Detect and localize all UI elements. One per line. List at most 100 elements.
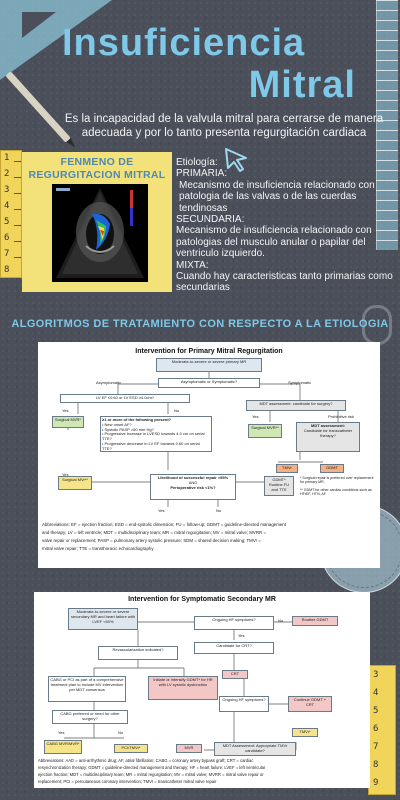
echo-title-line1: FENMENO DE <box>60 156 134 168</box>
flow-box: Candidate for CRT? <box>194 642 274 654</box>
flow-label: Yes <box>238 633 245 638</box>
ruler-mark: 4 <box>373 688 379 698</box>
flowchart-title: Intervention for Symptomatic Secondary M… <box>128 596 276 603</box>
ruler-tick <box>14 177 21 178</box>
ruler-mark: 3 <box>373 670 379 680</box>
flow-note: ** GDMT for other cardiac conditions suc… <box>300 488 372 497</box>
etiology-mixed-label: MIXTA: <box>176 259 209 271</box>
ruler-tick <box>14 257 21 258</box>
flow-box-gdmt: Initiate or intensify GDMT* for HR with … <box>148 676 218 700</box>
flow-label: Symptomatic <box>288 380 312 385</box>
page-title-line2: Mitral <box>248 64 356 106</box>
algorithms-heading: ALGORITMOS DE TRATAMIENTO CON RESPECTO A… <box>11 318 389 330</box>
abbreviations-line: Abbreviations: AAD = anti-arrhythmic dru… <box>38 758 254 763</box>
criteria-title: ≥1 or more of the following present? <box>102 417 172 422</box>
flow-label: No <box>174 408 180 413</box>
etiology-secondary-text: Mecanismo de insuficiencia relacionado c… <box>176 225 372 260</box>
flow-box-crt: CRT <box>222 670 248 679</box>
ruler-mark: 2 <box>4 169 10 179</box>
criteria-item: • New onset AF? <box>102 421 132 427</box>
etiology-text: Etiología: PRIMARIA: Mecanismo de insufi… <box>176 157 394 294</box>
flow-label: No <box>278 618 284 623</box>
flow-box: Ongoing HF symptoms? <box>219 696 269 712</box>
flow-box-continue: Continue GDMT + CRT <box>288 696 332 712</box>
page-title-line1: Insuficiencia <box>62 22 306 64</box>
echocardiogram-image <box>52 184 148 282</box>
flow-box: CABG or PCI as part of a comprehensive t… <box>48 676 126 702</box>
etiology-heading: Etiología: <box>176 157 218 168</box>
mdt-candidate: Candidate for transcatheter therapy? <box>303 427 353 438</box>
ruler-mark: 3 <box>4 185 10 195</box>
echocardiogram-illustration <box>56 188 144 278</box>
flow-box-routine: Routine GDMT <box>292 616 338 626</box>
flow-box-pci: PCI/TMVr* <box>114 744 148 753</box>
flow-box: CABG preferred or need for other surgery… <box>52 710 128 724</box>
flow-box-gdmt-follow: GDMT* Routine FU and TTE <box>264 476 294 496</box>
flow-box-gdmt: GDMT <box>320 464 344 473</box>
abbreviations-line: and therapy; LV = left ventricle; MDT = … <box>42 530 266 535</box>
ruler-mark: 6 <box>4 233 10 243</box>
ruler-tick <box>14 241 21 242</box>
mdt-label: MDT assessment: <box>310 423 345 428</box>
flow-box-surgical: Surgical MVr** <box>58 476 92 490</box>
ruler-mark: 8 <box>4 265 10 275</box>
flow-box: Asymptomatic or Symptomatic? <box>158 378 260 388</box>
flow-box: MDT Assessment: Appropriate TMVr candida… <box>214 742 296 756</box>
echo-panel: FENMENO DE REGURGITACION MITRAL <box>22 152 172 292</box>
flow-box-cabg-mvr: CABG MVR/MVR* <box>44 740 82 754</box>
flow-label: Yes <box>62 472 69 477</box>
abbreviations-line: resynchronization therapy; GDMT = guidel… <box>38 765 266 770</box>
ruler-mark: 1 <box>4 153 10 163</box>
flow-criteria-box: ≥1 or more of the following present? • N… <box>100 416 212 452</box>
repair-and: AND <box>188 479 198 485</box>
flow-box-tmvr: TMVr <box>276 464 298 473</box>
ruler-mark: 7 <box>373 742 379 752</box>
ruler-tick <box>14 225 21 226</box>
flow-box: LV EF ≤0.60 or LV ESD ≥4.0cm? <box>60 394 190 403</box>
flow-box-surgical: Surgical MVR* <box>52 416 84 428</box>
criteria-item: • Progressive decrease in LV EF towards … <box>102 440 200 451</box>
ruler-mark: 6 <box>373 724 379 734</box>
flow-box: MDT assessment: Candidate for transcathe… <box>296 422 360 452</box>
ruler-mark: 7 <box>4 249 10 259</box>
ruler-mark: 4 <box>4 201 10 211</box>
ruler-mark: 8 <box>373 760 379 770</box>
flow-label: Asymptomatic <box>96 380 122 385</box>
definition-text: Es la incapacidad de la valvula mitral p… <box>64 113 384 139</box>
flow-box-tmvr: TMVr* <box>292 728 318 737</box>
ruler-left-decoration: 1 2 3 4 5 6 7 8 <box>0 150 22 278</box>
flow-label: Prohibitive risk <box>328 414 355 419</box>
flow-note: * Surgical repair is preferred over repl… <box>300 476 374 485</box>
etiology-mixed-text: Cuando hay caracteristicas tanto primari… <box>176 271 393 294</box>
flow-label: No <box>216 508 222 513</box>
abbreviations-line: valve repair or replacement; PASP = pulm… <box>42 538 261 543</box>
abbreviations-line: mitral valve repair; TTE = transthoracic… <box>42 546 154 551</box>
ruler-mark: 9 <box>373 778 379 788</box>
echo-title-line2: REGURGITACION MITRAL <box>28 169 166 181</box>
flow-start-box: Moderate-to-severe or severe primary MR <box>156 358 262 372</box>
etiology-secondary-label: SECUNDARIA: <box>176 214 245 226</box>
abbreviations-line: Abbreviations: EF = ejection fraction; E… <box>42 522 286 527</box>
flow-label: Yes <box>158 508 165 513</box>
flow-box-mvr: MVR <box>176 744 202 753</box>
ruler-mark: 5 <box>373 706 379 716</box>
repair-q2: Perioperative risk <1%? <box>170 484 216 490</box>
flowchart-title: Intervention for Primary Mitral Regurgit… <box>135 348 283 355</box>
set-square-hole <box>22 12 56 38</box>
flow-box-surgical: Surgical MVR** <box>248 424 282 438</box>
primary-mr-flowchart: Intervention for Primary Mitral Regurgit… <box>38 342 380 568</box>
abbreviations-line: replacement; PCI = percutaneous coronary… <box>38 779 217 784</box>
flow-label: Yes <box>58 730 65 735</box>
ruler-mark: 5 <box>4 217 10 227</box>
flow-label: Yes <box>252 414 259 419</box>
flow-label: No <box>118 730 124 735</box>
abbreviations-line: ejection fraction; MDT = multidisciplina… <box>38 772 264 777</box>
etiology-primary-label: PRIMARIA: <box>176 168 228 180</box>
ruler-bottom-right-decoration: 3 4 5 6 7 8 9 <box>368 665 396 795</box>
etiology-primary-text: Mecanismo de insuficiencia relacionado c… <box>179 179 375 214</box>
ruler-top-right-decoration <box>376 0 398 250</box>
criteria-item: • Progressive increase in LVESD towards … <box>102 431 205 442</box>
ruler-tick <box>14 209 21 210</box>
flow-box: MDT assessment: candidate for surgery? <box>246 400 346 411</box>
flow-box: Ongoing HF symptoms? <box>194 616 274 630</box>
